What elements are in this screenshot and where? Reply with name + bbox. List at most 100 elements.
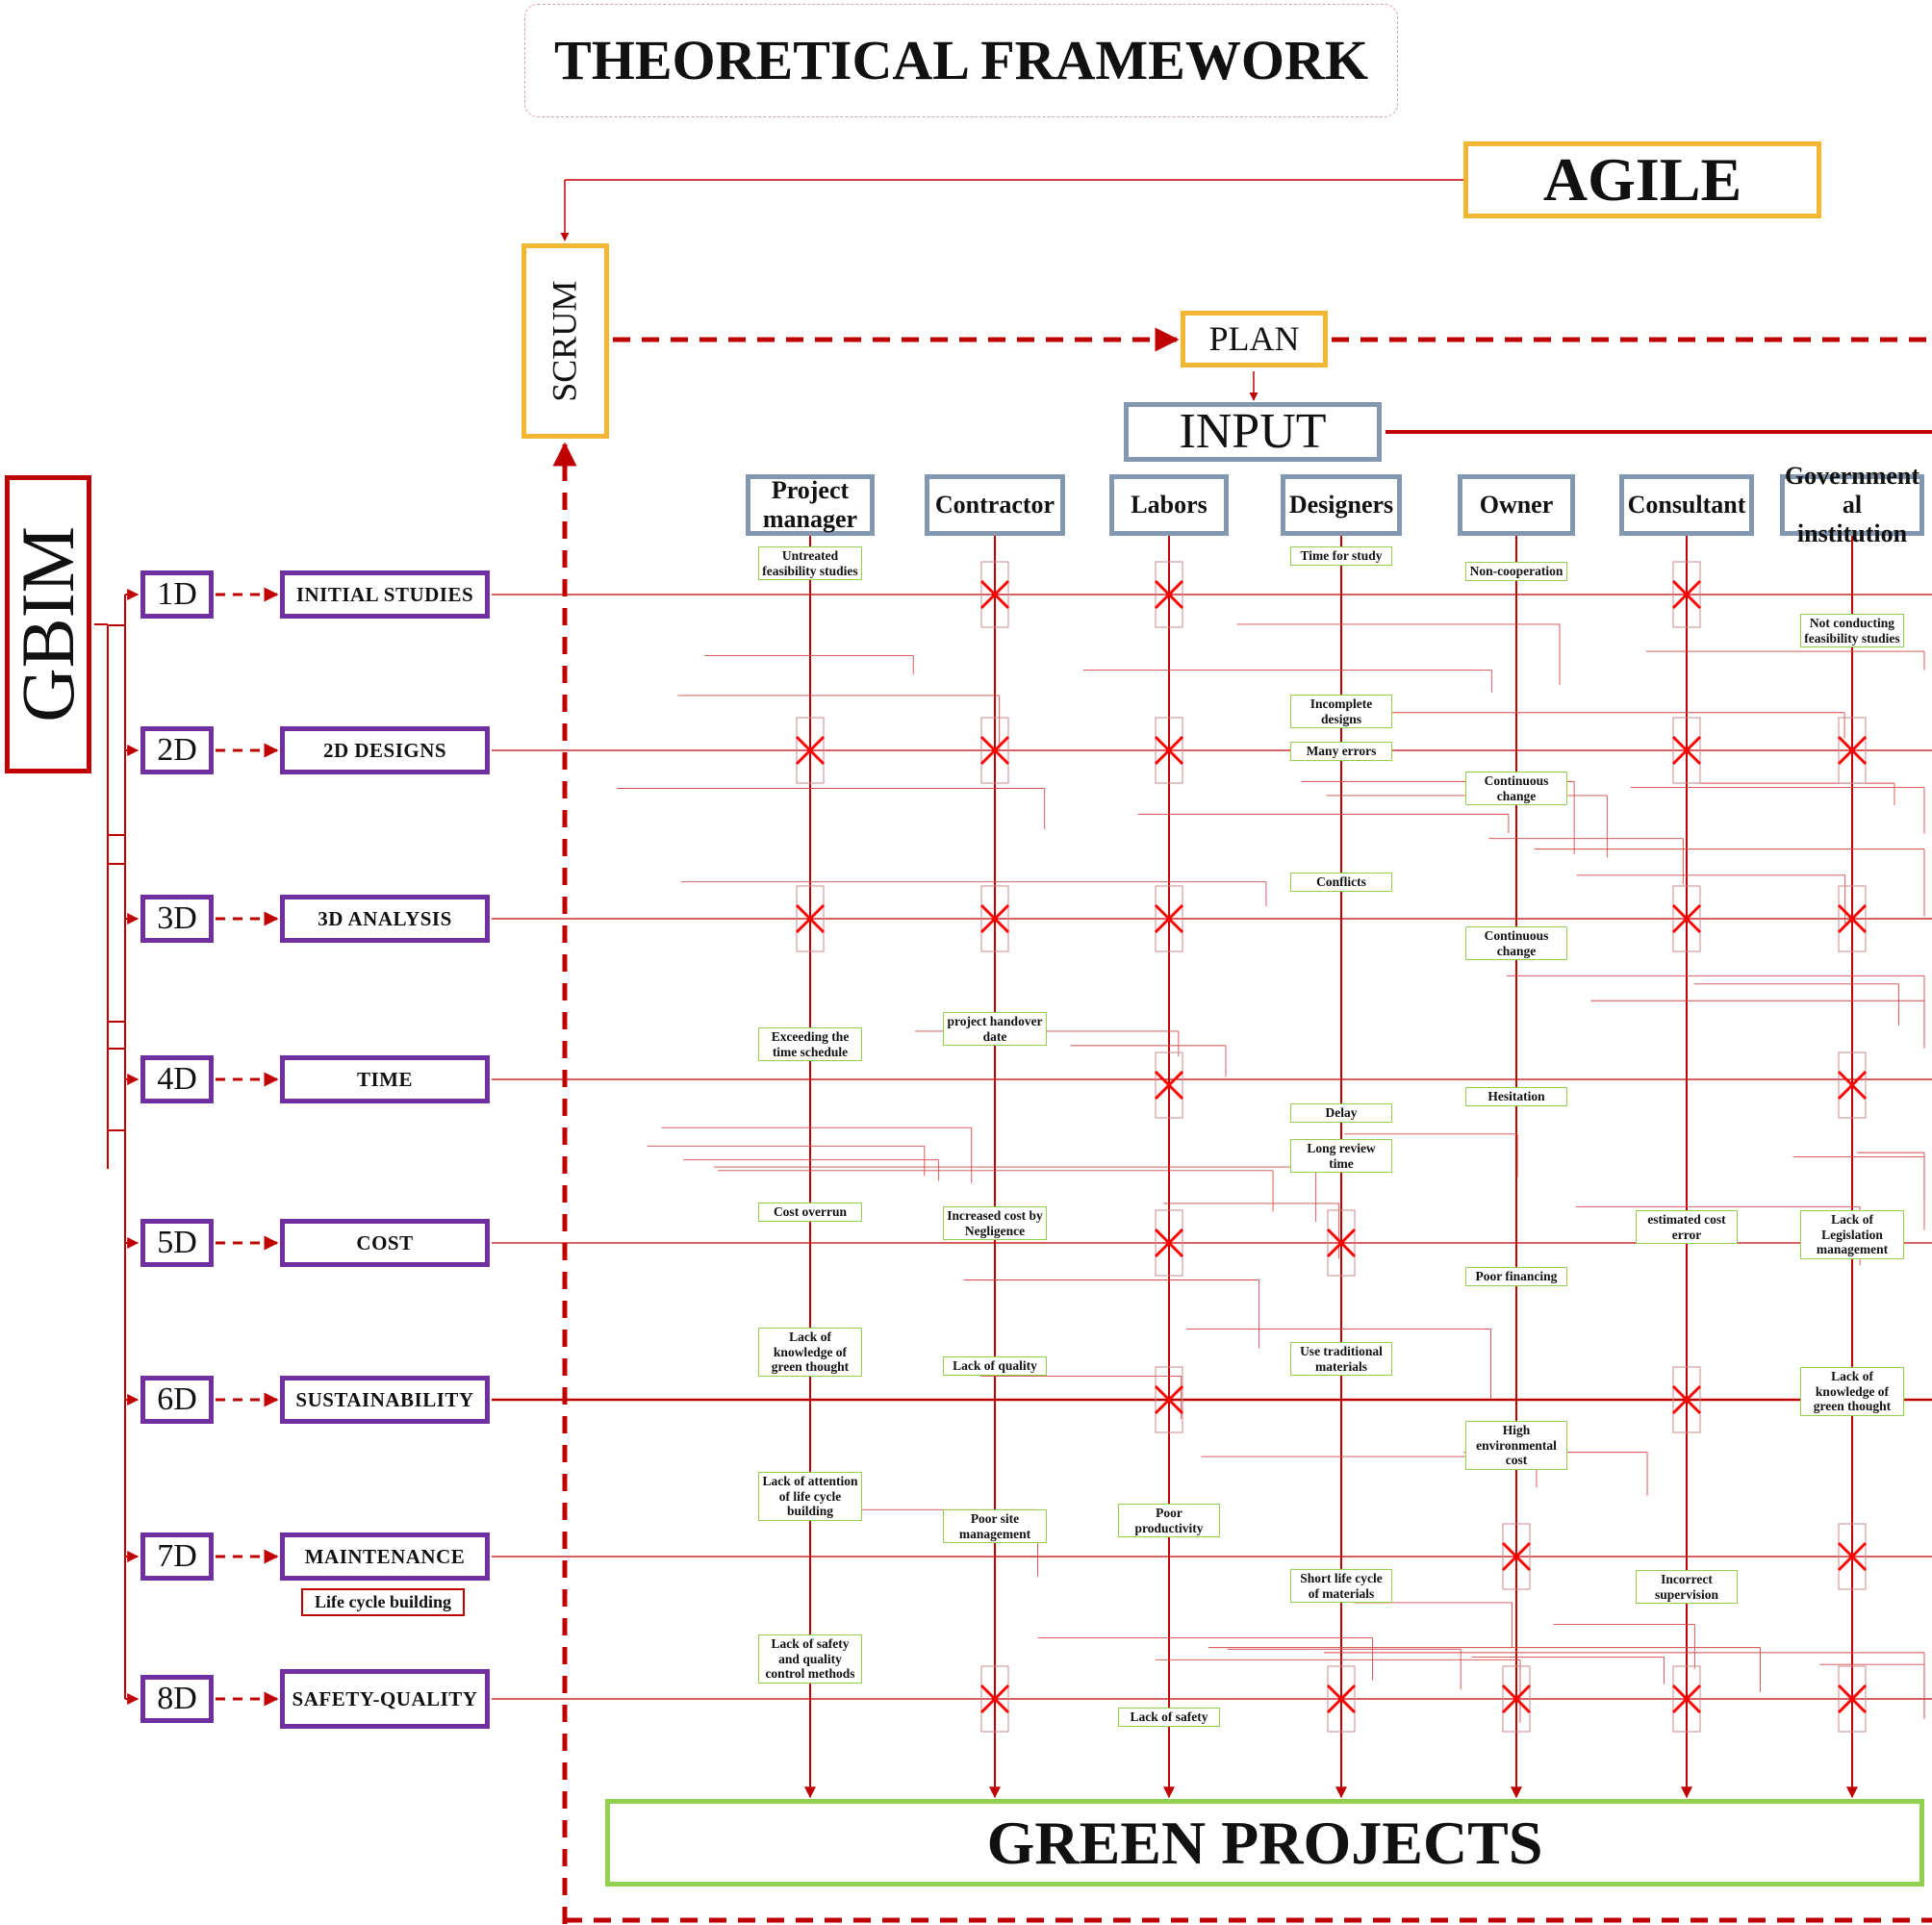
cross-mark-icon — [1671, 885, 1702, 952]
factor-box: Poor site management — [943, 1509, 1047, 1544]
factor-box: Hesitation — [1465, 1087, 1567, 1106]
factor-box: Lack of Legislation management — [1800, 1210, 1904, 1259]
cross-mark-icon — [979, 561, 1010, 628]
dimension-4d: 4D — [140, 1055, 214, 1103]
cross-mark-icon — [1837, 1665, 1868, 1733]
actor-label: Government — [1784, 462, 1920, 491]
dimension-7d: 7D — [140, 1532, 214, 1581]
factor-box: Incorrect supervision — [1636, 1570, 1738, 1605]
factor-box: Incomplete designs — [1290, 695, 1392, 729]
factor-box: Lack of knowledge of green thought — [758, 1328, 862, 1377]
factor-box: Cost overrun — [758, 1203, 862, 1222]
factor-box: Short life cycle of materials — [1290, 1569, 1392, 1604]
cross-mark-icon — [1326, 1209, 1357, 1277]
category-2d-designs: 2D DESIGNS — [280, 726, 490, 774]
factor-box: Lack of knowledge of green thought — [1800, 1367, 1904, 1416]
diagram-title: THEORETICAL FRAMEWORK — [524, 4, 1398, 117]
factor-box: estimated cost error — [1636, 1210, 1738, 1245]
category-maintenance: MAINTENANCE — [280, 1532, 490, 1581]
actor-consultant: Consultant — [1619, 474, 1754, 536]
cross-mark-icon — [795, 717, 826, 784]
actor-label: Owner — [1479, 491, 1554, 519]
cross-mark-icon — [979, 717, 1010, 784]
factor-box: Poor financing — [1465, 1267, 1567, 1286]
cross-mark-icon — [1671, 561, 1702, 628]
factor-box: High environmental cost — [1465, 1421, 1567, 1470]
category-3d-analysis: 3D ANALYSIS — [280, 895, 490, 943]
category-cost: COST — [280, 1219, 490, 1267]
factor-box: Lack of quality — [943, 1356, 1047, 1376]
lifecycle-building-label: Life cycle building — [301, 1588, 465, 1616]
cross-mark-icon — [1154, 1051, 1184, 1119]
cross-mark-icon — [1154, 1366, 1184, 1433]
factor-box: Poor productivity — [1118, 1504, 1220, 1538]
input-box: INPUT — [1124, 402, 1382, 462]
green-projects-box: GREEN PROJECTS — [605, 1799, 1924, 1887]
cross-mark-icon — [1837, 885, 1868, 952]
cross-mark-icon — [1837, 717, 1868, 784]
factor-box: Exceeding the time schedule — [758, 1027, 862, 1062]
factor-box: Increased cost by Negligence — [943, 1206, 1047, 1241]
cross-mark-icon — [1501, 1523, 1532, 1590]
scrum-label: SCRUM — [545, 280, 584, 402]
actor-label-line2: al institution — [1796, 491, 1908, 547]
dimension-5d: 5D — [140, 1219, 214, 1267]
cross-mark-icon — [979, 885, 1010, 952]
cross-mark-icon — [1154, 885, 1184, 952]
dimension-8d: 8D — [140, 1675, 214, 1723]
dimension-2d: 2D — [140, 726, 214, 774]
dimension-3d: 3D — [140, 895, 214, 943]
category-sustainability: SUSTAINABILITY — [280, 1376, 490, 1424]
actor-label: Consultant — [1627, 491, 1746, 519]
gbim-box: GBIM — [5, 475, 91, 773]
factor-box: Long review time — [1290, 1139, 1392, 1174]
cross-mark-icon — [1154, 561, 1184, 628]
cross-mark-icon — [1154, 717, 1184, 784]
dimension-6d: 6D — [140, 1376, 214, 1424]
cross-mark-icon — [795, 885, 826, 952]
cross-mark-icon — [1671, 1366, 1702, 1433]
plan-box: PLAN — [1181, 311, 1328, 367]
cross-mark-icon — [1326, 1665, 1357, 1733]
cross-mark-icon — [979, 1665, 1010, 1733]
factor-box: Lack of safety — [1118, 1708, 1220, 1727]
actor-label: Contractor — [934, 491, 1055, 519]
actor-designers: Designers — [1281, 474, 1402, 536]
category-initial-studies: INITIAL STUDIES — [280, 570, 490, 619]
cross-mark-icon — [1837, 1523, 1868, 1590]
factor-box: Time for study — [1290, 546, 1392, 566]
cross-mark-icon — [1837, 1051, 1868, 1119]
factor-box: Not conducting feasibility studies — [1800, 614, 1904, 648]
agile-box: AGILE — [1463, 141, 1821, 218]
dimension-1d: 1D — [140, 570, 214, 619]
actor-label: Project — [771, 476, 850, 505]
factor-box: Continuous change — [1465, 772, 1567, 806]
scrum-box: SCRUM — [521, 243, 609, 439]
actor-owner: Owner — [1458, 474, 1575, 536]
actor-label: Designers — [1288, 491, 1394, 519]
factor-box: Many errors — [1290, 742, 1392, 761]
factor-box: Lack of safety and quality control metho… — [758, 1634, 862, 1684]
factor-box: Use traditional materials — [1290, 1342, 1392, 1377]
actor-label: Labors — [1131, 491, 1208, 519]
category-time: TIME — [280, 1055, 490, 1103]
cross-mark-icon — [1671, 717, 1702, 784]
factor-box: Delay — [1290, 1103, 1392, 1123]
actor-label-line2: manager — [762, 505, 858, 533]
factor-box: project handover date — [943, 1012, 1047, 1047]
actor-contractor: Contractor — [925, 474, 1065, 536]
cross-mark-icon — [1671, 1665, 1702, 1733]
cross-mark-icon — [1154, 1209, 1184, 1277]
factor-box: Lack of attention of life cycle building — [758, 1472, 862, 1521]
factor-box: Continuous change — [1465, 926, 1567, 961]
gbim-label: GBIM — [6, 526, 90, 722]
actor-labors: Labors — [1109, 474, 1229, 536]
factor-box: Non-cooperation — [1465, 562, 1567, 581]
factor-box: Conflicts — [1290, 873, 1392, 892]
cross-mark-icon — [1501, 1665, 1532, 1733]
factor-box: Untreated feasibility studies — [758, 546, 862, 581]
category-safety-quality: SAFETY-QUALITY — [280, 1669, 490, 1729]
